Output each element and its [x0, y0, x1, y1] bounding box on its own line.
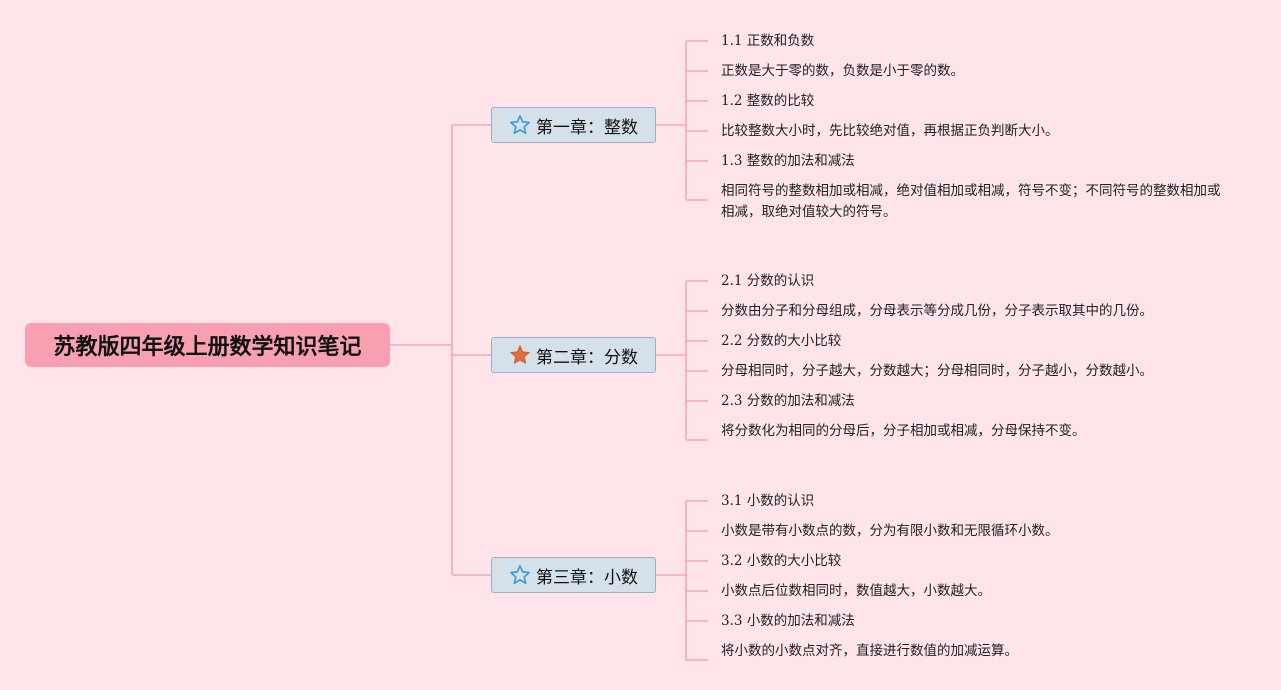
- leaf-2-2-text[interactable]: 分母相同时，分子越大，分数越大；分母相同时，分子越小，分数越小。: [721, 363, 1153, 379]
- leaf-2-3-heading[interactable]: 2.3 分数的加法和减法: [721, 393, 855, 409]
- leaf-1-1-heading[interactable]: 1.1 正数和负数: [721, 33, 815, 49]
- leaf-1-2-text[interactable]: 比较整数大小时，先比较绝对值，再根据正负判断大小。: [721, 123, 1059, 139]
- root-topic[interactable]: 苏教版四年级上册数学知识笔记: [25, 323, 390, 367]
- leaf-1-2-heading[interactable]: 1.2 整数的比较: [721, 93, 815, 109]
- chapter-2-topic[interactable]: 第二章：分数: [491, 337, 656, 373]
- leaf-3-3-text[interactable]: 将小数的小数点对齐，直接进行数值的加减运算。: [721, 643, 1018, 659]
- leaf-1-1-text[interactable]: 正数是大于零的数，负数是小于零的数。: [721, 63, 964, 79]
- chapter-2-label: 第二章：分数: [536, 347, 638, 368]
- star-outline-icon: [509, 114, 531, 136]
- leaf-2-3-text[interactable]: 将分数化为相同的分母后，分子相加或相减，分母保持不变。: [721, 423, 1086, 439]
- chapter-3-label: 第三章：小数: [536, 567, 638, 588]
- leaf-1-3-text[interactable]: 相同符号的整数相加或相减，绝对值相加或相减，符号不变；不同符号的整数相加或相减，…: [721, 183, 1221, 220]
- leaf-2-2-heading[interactable]: 2.2 分数的大小比较: [721, 333, 842, 349]
- leaf-3-1-text[interactable]: 小数是带有小数点的数，分为有限小数和无限循环小数。: [721, 523, 1059, 539]
- chapter-1-topic[interactable]: 第一章：整数: [491, 107, 656, 143]
- leaf-2-1-text[interactable]: 分数由分子和分母组成，分母表示等分成几份，分子表示取其中的几份。: [721, 303, 1153, 319]
- chapter-1-label: 第一章：整数: [536, 117, 638, 138]
- root-topic-label: 苏教版四年级上册数学知识笔记: [53, 335, 362, 360]
- leaf-3-2-heading[interactable]: 3.2 小数的大小比较: [721, 553, 842, 569]
- leaf-3-3-heading[interactable]: 3.3 小数的加法和减法: [721, 613, 855, 629]
- star-outline-icon: [509, 564, 531, 586]
- leaf-2-1-heading[interactable]: 2.1 分数的认识: [721, 273, 815, 289]
- leaf-1-3-heading[interactable]: 1.3 整数的加法和减法: [721, 153, 855, 169]
- chapter-3-topic[interactable]: 第三章：小数: [491, 557, 656, 593]
- star-filled-icon: [509, 344, 531, 366]
- leaf-3-2-text[interactable]: 小数点后位数相同时，数值越大，小数越大。: [721, 583, 991, 599]
- leaf-3-1-heading[interactable]: 3.1 小数的认识: [721, 493, 815, 509]
